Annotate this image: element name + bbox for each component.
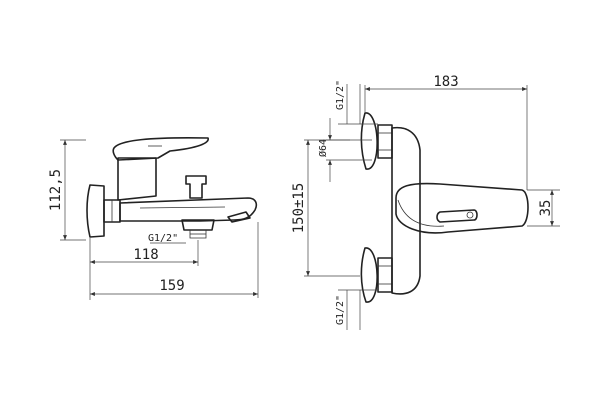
height-dimension: 112,5 [48, 169, 64, 211]
top-view: 183 G1/2" Ø64 150±15 G1/2" 35 [291, 74, 560, 330]
mixer-body-tube [391, 126, 421, 295]
outlet-thread-label: G1/2" [148, 233, 178, 244]
outlet-connector [181, 219, 215, 231]
lower-thread-label: G1/2" [335, 295, 346, 325]
overall-length-dimension: 183 [433, 74, 458, 90]
upper-inlet-flange [360, 112, 378, 170]
top-lever-handle [395, 182, 529, 234]
spout-height-dimension: 35 [538, 200, 554, 217]
lever-slot [436, 209, 478, 223]
upper-thread-label: G1/2" [335, 80, 346, 110]
connector-nut [103, 199, 121, 223]
short-width-dimension: 118 [133, 247, 158, 263]
mixer-body [119, 197, 258, 222]
wall-flange [86, 184, 105, 238]
upper-inlet-nut [377, 124, 393, 159]
lower-inlet-flange [360, 247, 378, 303]
side-view: 112,5 G1/2" 118 159 [48, 137, 259, 300]
lever-handle [112, 137, 209, 161]
spout-tip [227, 211, 251, 223]
diverter-knob [185, 175, 207, 199]
center-distance-dimension: 150±15 [291, 183, 307, 234]
cartridge-housing [117, 157, 157, 201]
long-width-dimension: 159 [159, 278, 184, 294]
lower-inlet-nut [377, 257, 393, 293]
diameter-dimension: Ø64 [317, 139, 329, 157]
